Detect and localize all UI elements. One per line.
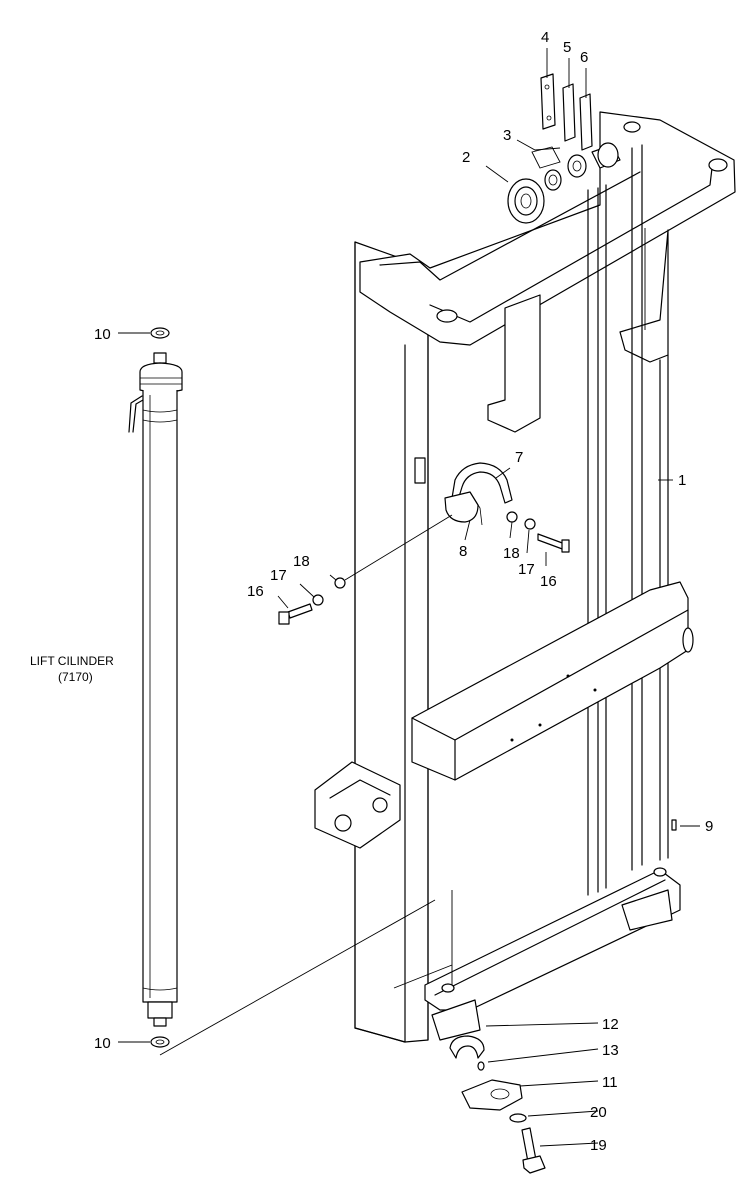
hose-clamps xyxy=(444,462,570,553)
pin-13 xyxy=(477,1061,485,1071)
callout-19: 19 xyxy=(590,1137,607,1154)
lift-cylinder-code: (7170) xyxy=(58,670,93,684)
plate-5 xyxy=(562,83,576,142)
callout-8: 8 xyxy=(459,543,467,560)
callout-6: 6 xyxy=(580,49,588,66)
shim-3b xyxy=(567,154,587,178)
callout-3: 3 xyxy=(503,127,511,144)
bottom-hardware xyxy=(449,1035,546,1174)
pin-9 xyxy=(671,819,677,831)
top-roller-assembly xyxy=(507,73,621,224)
callout-1: 1 xyxy=(678,472,686,489)
callout-18-right: 18 xyxy=(503,545,520,562)
callout-labels: 1 2 3 4 5 6 7 8 9 10 10 11 12 13 16 16 1… xyxy=(94,29,713,1154)
callout-10-bottom: 10 xyxy=(94,1035,111,1052)
callout-5: 5 xyxy=(563,39,571,56)
leader-lines xyxy=(118,48,700,1147)
lift-cylinder xyxy=(128,352,183,1027)
callout-17-left: 17 xyxy=(270,567,287,584)
callout-2: 2 xyxy=(462,149,470,166)
callout-11: 11 xyxy=(602,1074,618,1091)
washer-10-bottom xyxy=(150,1036,170,1048)
plate-4 xyxy=(540,73,556,130)
bolt-set-left xyxy=(278,577,346,625)
cap-12 xyxy=(449,1035,485,1059)
clamp-7 xyxy=(451,462,513,504)
washer-20 xyxy=(509,1113,527,1123)
plate-6 xyxy=(579,93,593,151)
washer-10-top xyxy=(150,327,170,339)
callout-9: 9 xyxy=(705,818,713,835)
clamp-8 xyxy=(444,491,479,523)
callout-16-left: 16 xyxy=(247,583,264,600)
callout-17-right: 17 xyxy=(518,561,535,578)
outer-mast xyxy=(314,111,736,1043)
callout-18-left: 18 xyxy=(293,553,310,570)
callout-7: 7 xyxy=(515,449,523,466)
shim-3a xyxy=(544,169,562,191)
callout-10-top: 10 xyxy=(94,326,111,343)
callout-4: 4 xyxy=(541,29,549,46)
callout-13: 13 xyxy=(602,1042,619,1059)
lift-cylinder-label: LIFT CILINDER xyxy=(30,654,114,668)
clamp-11 xyxy=(461,1079,523,1111)
callout-16-right: 16 xyxy=(540,573,557,590)
callout-12: 12 xyxy=(602,1016,619,1033)
callout-20: 20 xyxy=(590,1104,607,1121)
